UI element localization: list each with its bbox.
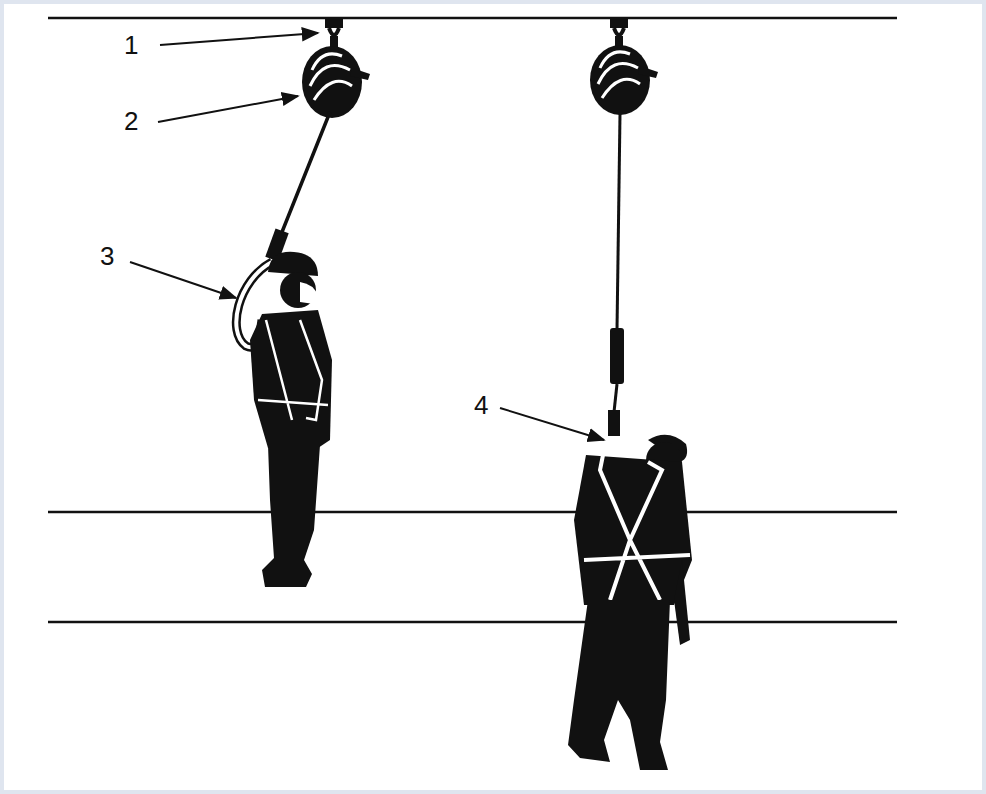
overhead-structure xyxy=(48,17,897,20)
retractable-device xyxy=(590,18,658,115)
callout-number: 3 xyxy=(100,243,114,269)
floor-line xyxy=(48,621,897,624)
leader-line xyxy=(158,96,298,122)
worker-back-view xyxy=(568,114,692,770)
callout-number: 1 xyxy=(124,32,138,58)
floor-line xyxy=(48,511,897,514)
leader-line xyxy=(130,262,236,298)
callout-number: 2 xyxy=(124,108,138,134)
leader-line xyxy=(500,408,604,440)
callout-number: 4 xyxy=(474,392,488,418)
worker-side-view xyxy=(236,112,332,587)
leader-line xyxy=(160,33,318,45)
